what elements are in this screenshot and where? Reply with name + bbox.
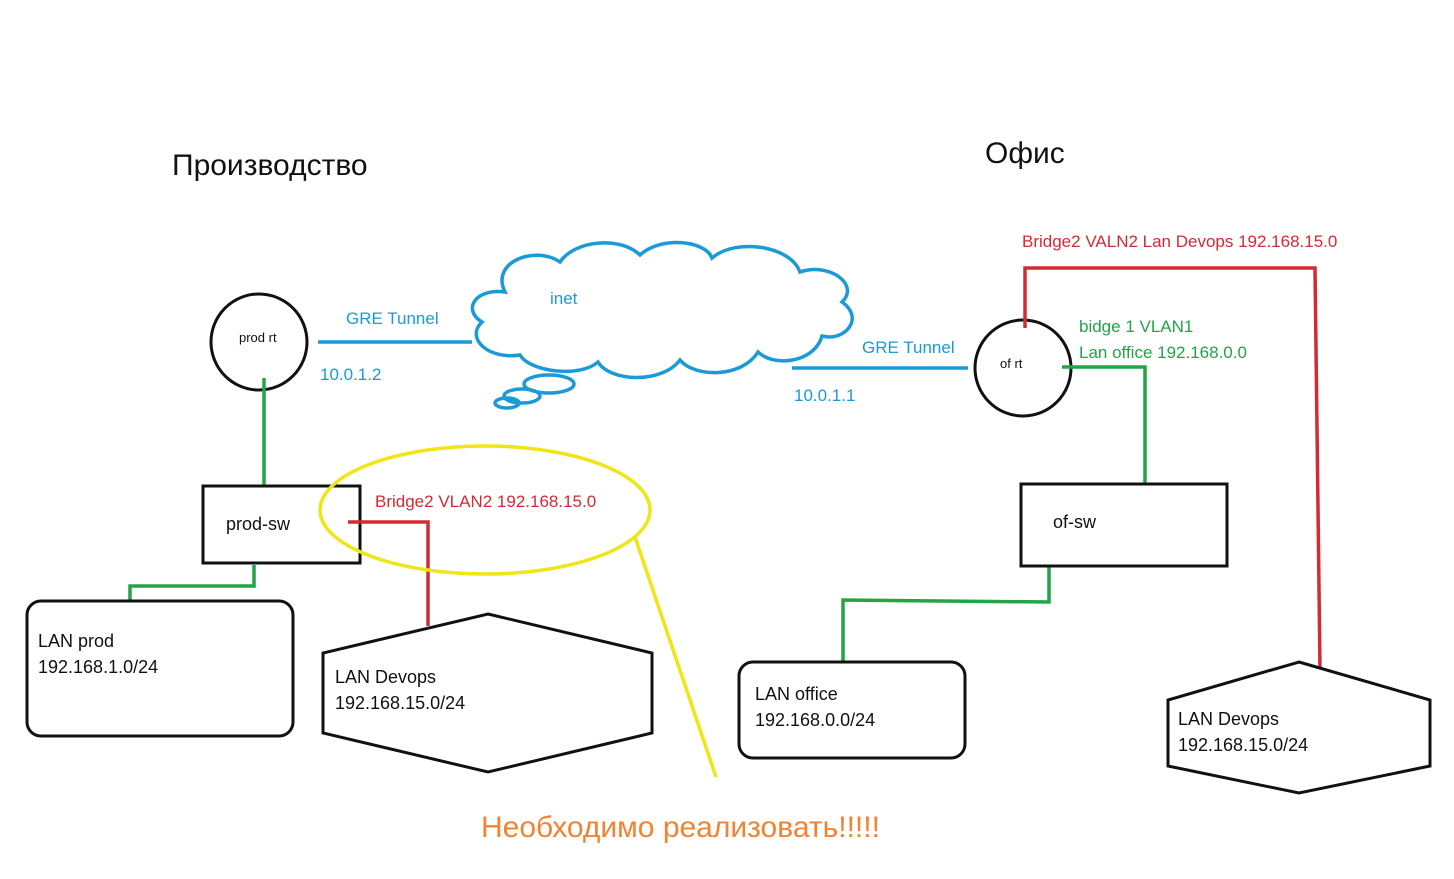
lan-prod-devops-name: LAN Devops <box>335 667 436 687</box>
highlight-pointer <box>633 536 718 778</box>
site-heading-production: Производство <box>172 149 368 182</box>
lan-prod-devops-subnet: 192.168.15.0/24 <box>335 693 465 713</box>
link-prod-sw-to-devops <box>348 520 430 626</box>
switch-office-label: of-sw <box>1053 512 1097 532</box>
lan-prod-name: LAN prod <box>38 631 114 651</box>
office-bridge1-label-line2: Lan office 192.168.0.0 <box>1079 343 1247 362</box>
office-bridge2-label: Bridge2 VALN2 Lan Devops 192.168.15.0 <box>1022 232 1337 251</box>
link-office-rt-to-devops <box>1023 266 1322 669</box>
todo-annotation: Необходимо реализовать!!!!! <box>481 811 880 844</box>
lan-office-name: LAN office <box>755 684 838 704</box>
gre-tunnel-ip-right: 10.0.1.1 <box>794 386 855 405</box>
site-heading-office: Офис <box>985 137 1065 170</box>
cloud-shape <box>470 240 854 380</box>
lan-office-devops <box>1166 660 1432 795</box>
router-office-label: of rt <box>1000 356 1023 371</box>
lan-prod-devops <box>321 612 654 774</box>
lan-prod <box>25 599 295 738</box>
router-office <box>973 318 1073 418</box>
switch-office <box>1019 482 1229 568</box>
lan-office <box>737 660 967 760</box>
router-prod-label: prod rt <box>239 330 277 345</box>
link-office-rt-to-sw <box>1062 365 1147 493</box>
cloud-bubble-medium <box>502 387 542 405</box>
prod-bridge-label: Bridge2 VLAN2 192.168.15.0 <box>375 492 596 511</box>
office-bridge1-label-line1: bidge 1 VLAN1 <box>1079 317 1193 336</box>
cloud-bubble-large <box>522 373 576 395</box>
gre-tunnel-ip-left: 10.0.1.2 <box>320 365 381 384</box>
lan-office-devops-name: LAN Devops <box>1178 709 1279 729</box>
green-links-office <box>841 365 1147 675</box>
highlight-ellipse <box>318 444 652 576</box>
gre-tunnel-label-left: GRE Tunnel <box>346 309 439 328</box>
link-prod-sw-to-lan <box>128 565 256 603</box>
switch-prod-label: prod-sw <box>226 514 291 534</box>
cloud-bubble-small <box>493 396 521 410</box>
lan-office-subnet: 192.168.0.0/24 <box>755 710 875 730</box>
router-prod <box>209 292 309 392</box>
gre-tunnel-label-right: GRE Tunnel <box>862 338 955 357</box>
lan-prod-subnet: 192.168.1.0/24 <box>38 657 158 677</box>
link-office-sw-to-lan <box>841 553 1051 675</box>
lan-office-devops-subnet: 192.168.15.0/24 <box>1178 735 1308 755</box>
switch-prod <box>201 484 362 565</box>
internet-cloud <box>470 240 854 410</box>
cloud-label: inet <box>550 289 578 308</box>
green-links-prod <box>128 378 266 603</box>
